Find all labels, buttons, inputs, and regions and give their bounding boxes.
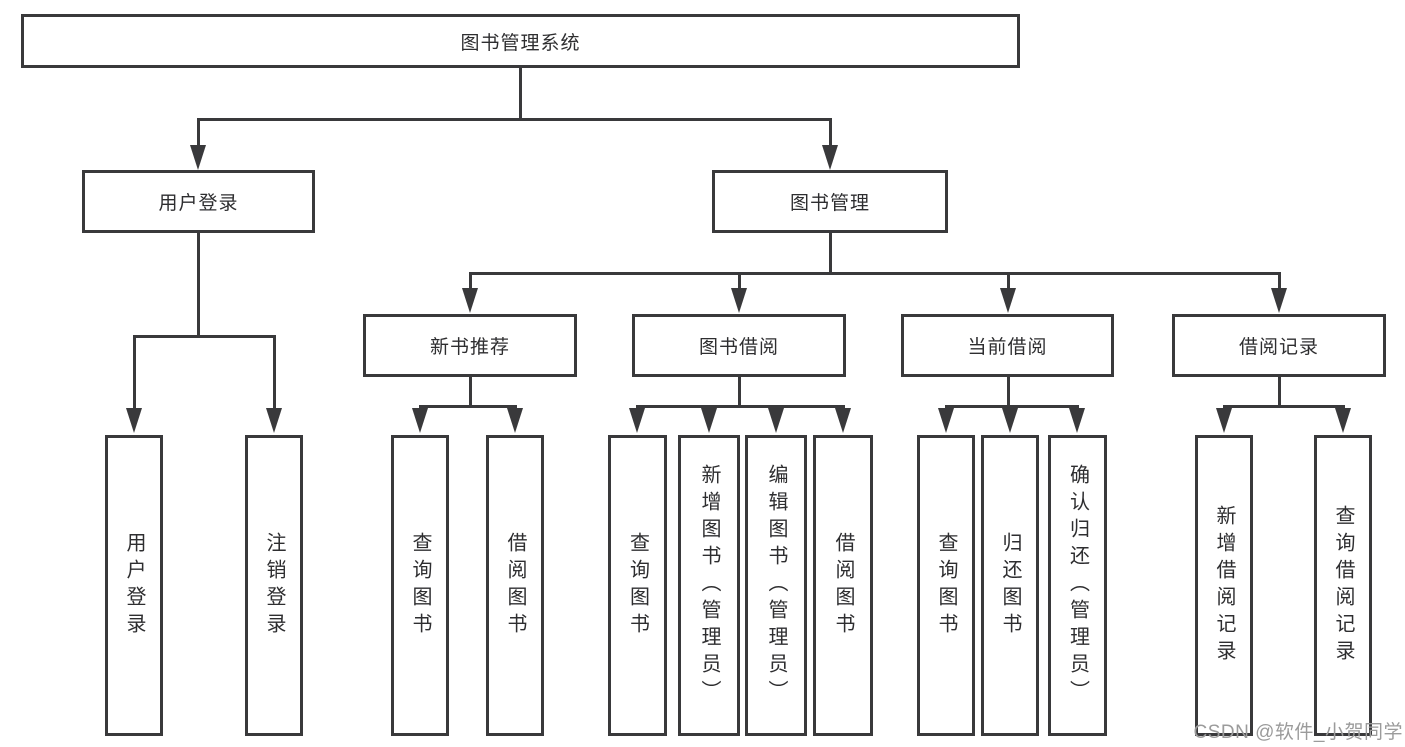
arrowhead-down-icon <box>266 408 282 433</box>
node-current-borrowing: 当前借阅 <box>901 314 1114 377</box>
leaf-label: 借阅图书 <box>504 531 526 640</box>
leaf-borrow-edit-books-admin: 编辑图书（管理员） <box>745 435 807 736</box>
leaf-label: 借阅图书 <box>832 531 854 640</box>
connector-line <box>738 272 741 292</box>
leaf-label: 新增借阅记录 <box>1213 504 1235 667</box>
connector-line <box>469 272 472 292</box>
leaf-records-add-record: 新增借阅记录 <box>1195 435 1253 736</box>
arrowhead-down-icon <box>1002 408 1018 433</box>
connector-line <box>829 233 832 275</box>
connector-line <box>636 405 845 408</box>
connector-line <box>945 405 1079 408</box>
node-borrowing-records: 借阅记录 <box>1172 314 1386 377</box>
leaf-label: 查询图书 <box>409 531 431 640</box>
arrowhead-down-icon <box>822 145 838 170</box>
connector-line <box>1223 405 1345 408</box>
connector-line <box>1007 272 1010 292</box>
arrowhead-down-icon <box>190 145 206 170</box>
arrowhead-down-icon <box>1000 288 1016 313</box>
arrowhead-down-icon <box>701 408 717 433</box>
connector-line <box>469 272 1281 275</box>
leaf-label: 确认归还（管理员） <box>1066 464 1089 707</box>
connector-line <box>829 118 832 148</box>
connector-line <box>133 335 136 410</box>
leaf-label: 注销登录 <box>263 531 285 640</box>
leaf-current-confirm-return-admin: 确认归还（管理员） <box>1048 435 1107 736</box>
connector-line <box>1278 272 1281 292</box>
node-new-book-recommend: 新书推荐 <box>363 314 577 377</box>
leaf-logout: 注销登录 <box>245 435 303 736</box>
arrowhead-down-icon <box>1335 408 1351 433</box>
arrowhead-down-icon <box>412 408 428 433</box>
leaf-current-return-books: 归还图书 <box>981 435 1039 736</box>
leaf-user-login: 用户登录 <box>105 435 163 736</box>
arrowhead-down-icon <box>462 288 478 313</box>
leaf-label: 用户登录 <box>123 531 145 640</box>
connector-line <box>273 335 276 410</box>
leaf-label: 归还图书 <box>999 531 1021 640</box>
arrowhead-down-icon <box>126 408 142 433</box>
leaf-newbook-borrow-books: 借阅图书 <box>486 435 544 736</box>
leaf-records-query-record: 查询借阅记录 <box>1314 435 1372 736</box>
arrowhead-down-icon <box>1216 408 1232 433</box>
leaf-borrow-borrow-books: 借阅图书 <box>813 435 873 736</box>
node-book-management: 图书管理 <box>712 170 948 233</box>
node-book-borrowing: 图书借阅 <box>632 314 846 377</box>
leaf-current-query-books: 查询图书 <box>917 435 975 736</box>
leaf-label: 编辑图书（管理员） <box>765 464 787 707</box>
connector-line <box>133 335 276 338</box>
node-root-library-system: 图书管理系统 <box>21 14 1020 68</box>
leaf-borrow-add-books-admin: 新增图书（管理员） <box>678 435 740 736</box>
leaf-borrow-query-books: 查询图书 <box>608 435 667 736</box>
arrowhead-down-icon <box>507 408 523 433</box>
connector-line <box>738 377 741 408</box>
node-user-login: 用户登录 <box>82 170 315 233</box>
arrowhead-down-icon <box>1271 288 1287 313</box>
connector-line <box>519 67 522 121</box>
leaf-label: 新增图书（管理员） <box>698 464 720 707</box>
connector-line <box>1278 377 1281 408</box>
leaf-label: 查询图书 <box>935 531 957 640</box>
connector-line <box>1007 377 1010 408</box>
arrowhead-down-icon <box>629 408 645 433</box>
connector-line <box>469 377 472 408</box>
leaf-label: 查询图书 <box>626 531 649 640</box>
connector-line <box>197 118 832 121</box>
csdn-watermark: CSDN @软件_小贺同学 <box>1193 722 1403 743</box>
connector-line <box>197 233 200 335</box>
connector-line <box>197 118 200 148</box>
arrowhead-down-icon <box>938 408 954 433</box>
connector-line <box>419 405 517 408</box>
arrowhead-down-icon <box>1069 408 1085 433</box>
arrowhead-down-icon <box>768 408 784 433</box>
arrowhead-down-icon <box>835 408 851 433</box>
leaf-newbook-query-books: 查询图书 <box>391 435 449 736</box>
leaf-label: 查询借阅记录 <box>1332 504 1354 667</box>
arrowhead-down-icon <box>731 288 747 313</box>
